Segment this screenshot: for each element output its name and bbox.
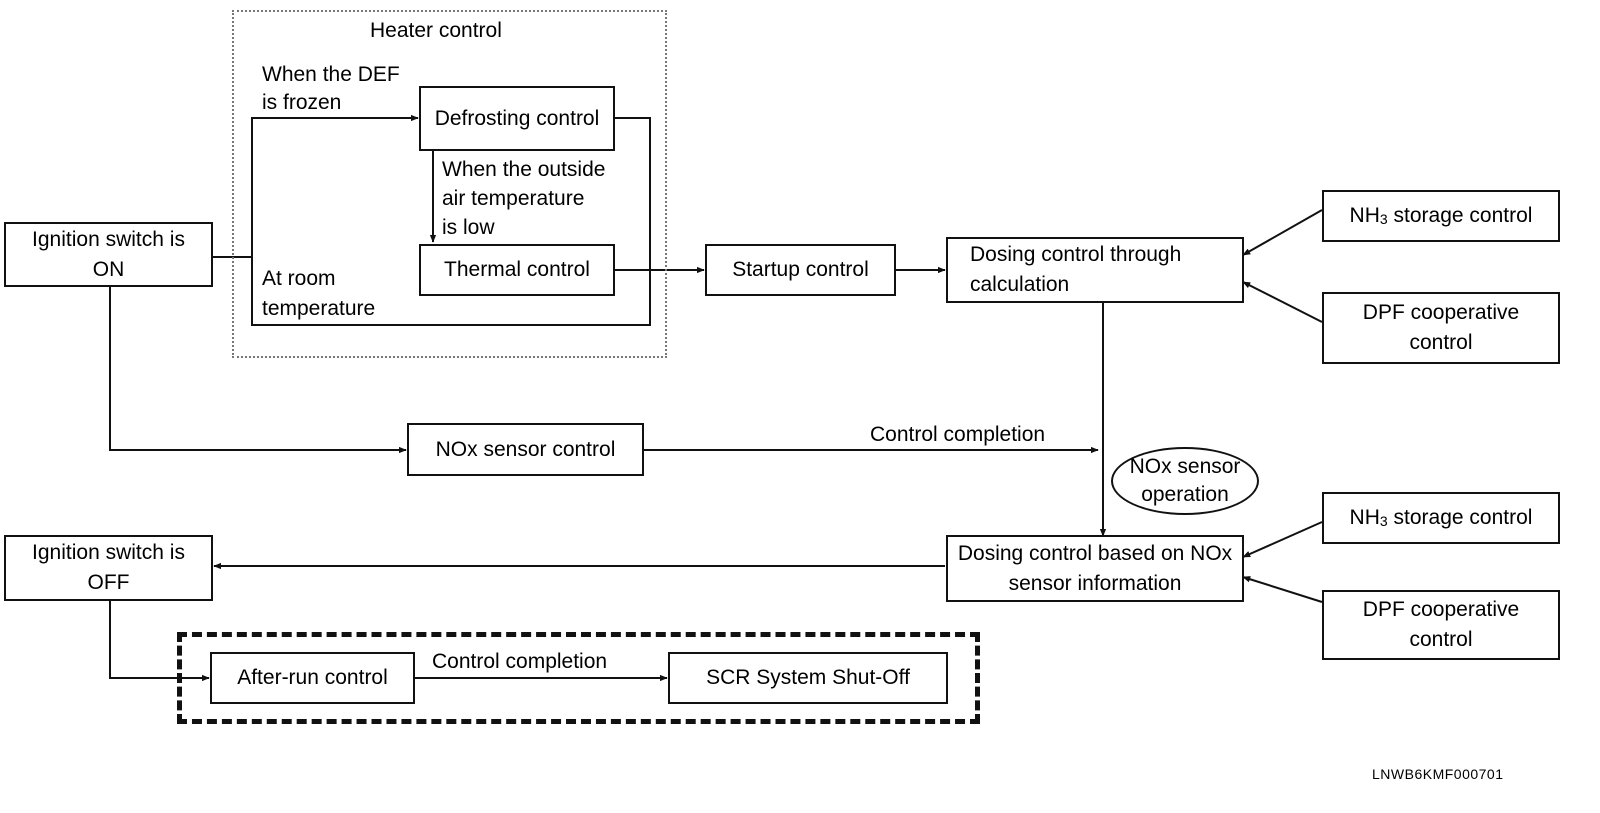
ignition-off-box: Ignition switch is OFF (4, 535, 213, 601)
dpf-cooperative-bottom-label: DPF cooperative control (1362, 598, 1520, 651)
dpf-cooperative-top-label: DPF cooperative control (1362, 301, 1520, 354)
arrow-ignition-to-nox-control (109, 286, 407, 454)
label-control-completion-top: Control completion (870, 423, 1046, 446)
startup-control-label: Startup control (732, 258, 869, 281)
startup-control-box: Startup control (705, 244, 896, 296)
ignition-on-box: Ignition switch is ON (4, 222, 213, 287)
label-def-frozen-1: When the DEF (262, 63, 400, 86)
after-run-control-box: After-run control (210, 652, 415, 704)
figure-code: LNWB6KMF000701 (1372, 766, 1504, 782)
dosing-calculation-box: Dosing control through calculation (946, 237, 1244, 303)
dosing-nox-info-label: Dosing control based on NOx sensor infor… (957, 541, 1233, 595)
defrosting-control-label: Defrosting control (434, 106, 600, 130)
scr-shutoff-label: SCR System Shut-Off (706, 666, 910, 689)
dosing-nox-info-box: Dosing control based on NOx sensor infor… (946, 535, 1244, 602)
label-outside-low-3: is low (442, 216, 495, 239)
after-run-control-label: After-run control (237, 666, 388, 689)
label-outside-low-1: When the outside (442, 158, 606, 181)
scr-shutoff-box: SCR System Shut-Off (668, 652, 948, 704)
arrow-nh3-top-to-dosing (1242, 209, 1323, 256)
dosing-calculation-label: Dosing control through calculation (970, 243, 1182, 296)
heater-control-title: Heater control (370, 19, 502, 42)
nox-sensor-control-label: NOx sensor control (435, 437, 616, 461)
thermal-control-box: Thermal control (419, 244, 615, 296)
nox-sensor-control-box: NOx sensor control (407, 423, 644, 476)
dpf-cooperative-bottom-box: DPF cooperative control (1322, 590, 1560, 660)
nh3-storage-top-label: NH3 storage control (1349, 203, 1533, 227)
nh3-storage-bottom-label: NH3 storage control (1349, 505, 1533, 529)
label-room-temp-2: temperature (262, 297, 376, 320)
heater-control-frame (232, 10, 667, 358)
ignition-on-label: Ignition switch is ON (32, 227, 185, 281)
line-room-temperature-bypass (251, 117, 651, 326)
ignition-off-label: Ignition switch is OFF (32, 541, 185, 594)
nh3-storage-top-box: NH3 storage control (1322, 190, 1560, 242)
dpf-cooperative-top-box: DPF cooperative control (1322, 292, 1560, 364)
arrow-nh3-bottom-to-dosing (1242, 521, 1323, 558)
label-outside-low-2: air temperature (442, 187, 585, 210)
nh3-storage-bottom-box: NH3 storage control (1322, 492, 1560, 544)
arrow-to-defrosting (251, 114, 419, 257)
arrow-dpf-top-to-dosing (1242, 281, 1323, 323)
label-def-frozen-2: is frozen (262, 91, 342, 114)
arrow-ignition-off-to-after-run (109, 600, 210, 682)
defrosting-control-box: Defrosting control (419, 86, 615, 151)
label-room-temp-1: At room (262, 267, 336, 290)
after-run-dashed-frame (177, 632, 980, 724)
thermal-control-label: Thermal control (444, 258, 590, 281)
nox-sensor-operation-label: NOx sensor operation (1129, 455, 1241, 506)
arrow-dpf-bottom-to-dosing (1242, 576, 1323, 603)
nox-sensor-operation-ellipse: NOx sensor operation (1111, 447, 1259, 515)
label-control-completion-bottom: Control completion (432, 650, 608, 673)
